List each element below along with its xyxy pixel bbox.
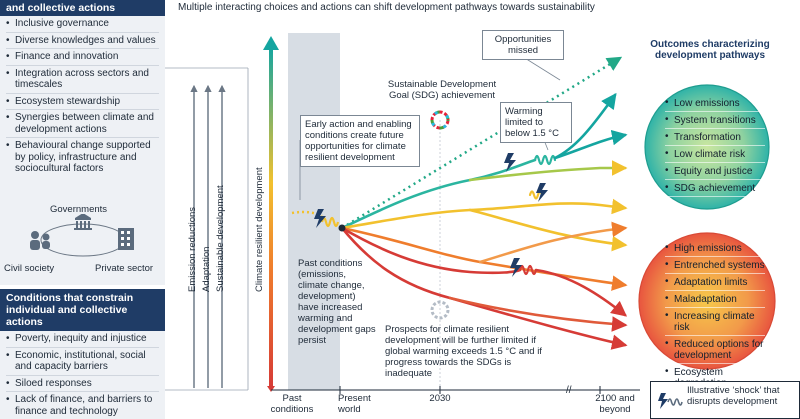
good-outcome-item: System transitions [665, 112, 765, 129]
x-label-present: Present world [338, 393, 371, 415]
bad-outcome-item: Increasing climate risk [665, 308, 765, 336]
svg-text://: // [566, 385, 572, 396]
good-outcome-item: SDG achievement [665, 180, 765, 197]
government-building-icon [74, 214, 92, 230]
constraining-panel-header: Conditions that constrain individual and… [0, 289, 165, 331]
constraining-conditions-panel: Conditions that constrain individual and… [0, 289, 165, 419]
enabling-condition-item: Behavioural change supported by policy, … [6, 140, 159, 177]
shock-legend-label: Illustrative ‘shock’ that disrupts devel… [687, 385, 780, 407]
missed-opportunity-path [341, 56, 623, 230]
bad-outcome-item: Entrenched systems [665, 257, 765, 274]
x-label-2030: 2030 [429, 393, 451, 404]
enabling-condition-item: Diverse knowledges and values [6, 35, 159, 49]
good-outcome-item: Low emissions [665, 95, 765, 112]
present-world-point [338, 224, 346, 232]
constraining-condition-item: Lack of finance, and barriers to finance… [6, 394, 159, 419]
x-label-past: Past conditions [270, 393, 314, 415]
good-outcome-item: Low climate risk [665, 146, 765, 163]
sdg-wheel-gray-icon [430, 300, 450, 320]
good-outcomes-list: Low emissionsSystem transitionsTransform… [665, 95, 765, 197]
people-icon [30, 231, 50, 250]
shock-legend-icon [658, 393, 683, 409]
enabling-conditions-panel: and collective actions Inclusive governa… [0, 0, 165, 285]
sustainable-development-label: Sustainable development [215, 185, 226, 292]
governments-label: Governments [50, 204, 108, 215]
past-conditions-callout: Past conditions (emissions, climate chan… [298, 258, 376, 346]
early-action-callout: Early action and enabling conditions cre… [300, 115, 420, 167]
constraining-condition-item: Poverty, inequity and injustice [6, 333, 159, 348]
bad-outcomes-list: High emissionsEntrenched systemsAdaptati… [665, 240, 765, 392]
past-conditions-band [288, 33, 340, 390]
bad-outcome-item: Adaptation limits [665, 274, 765, 291]
y-axis-bar [269, 46, 273, 388]
constraining-condition-item: Economic, institutional, social and capa… [6, 350, 159, 376]
warming-limited-callout: Warming limited to below 1.5 °C [500, 102, 572, 143]
constraining-condition-item: Siloed responses [6, 378, 159, 392]
constraining-conditions-list: Poverty, inequity and injusticeEconomic,… [0, 331, 165, 419]
bad-outcome-item: Maladaptation [665, 291, 765, 308]
prospects-callout: Prospects for climate resilient developm… [385, 324, 542, 379]
top-caption: Multiple interacting choices and actions… [178, 2, 595, 13]
emission-reductions-label: Emission reductions [187, 206, 198, 292]
bad-outcome-item: High emissions [665, 240, 765, 257]
lightning-icons [314, 153, 548, 277]
enabling-condition-item: Synergies between climate and developmen… [6, 112, 159, 138]
enabling-condition-item: Inclusive governance [6, 18, 159, 33]
upward-arrows [190, 84, 226, 388]
stakeholder-icons [30, 214, 134, 257]
civil-society-label: Civil society [4, 263, 55, 274]
good-outcome-item: Transformation [665, 129, 765, 146]
enabling-conditions-list: Inclusive governanceDiverse knowledges a… [0, 16, 165, 177]
enabling-panel-header: and collective actions [0, 0, 165, 16]
y-axis-label: Climate resilient development [254, 167, 265, 292]
adaptation-label: Adaptation [201, 246, 212, 292]
opportunities-missed-callout: Opportunities missed [482, 30, 564, 60]
shock-legend: Illustrative ‘shock’ that disrupts devel… [650, 381, 800, 419]
private-sector-label: Private sector [95, 263, 154, 274]
office-building-icon [118, 228, 134, 250]
pathways [340, 92, 628, 350]
bad-outcome-item: Reduced options for development [665, 336, 765, 364]
good-outcome-item: Equity and justice [665, 163, 765, 180]
enabling-condition-item: Integration across sectors and timescale… [6, 68, 159, 94]
sdg-wheel-icon [430, 110, 450, 130]
y-axis-arrowhead [263, 36, 279, 50]
sdg-callout: Sustainable Development Goal (SDG) achie… [387, 79, 497, 101]
enabling-condition-item: Ecosystem stewardship [6, 96, 159, 110]
x-label-2100: 2100 and beyond [595, 393, 635, 415]
enabling-condition-item: Finance and innovation [6, 51, 159, 66]
outcomes-header: Outcomes characterizing development path… [650, 39, 770, 61]
